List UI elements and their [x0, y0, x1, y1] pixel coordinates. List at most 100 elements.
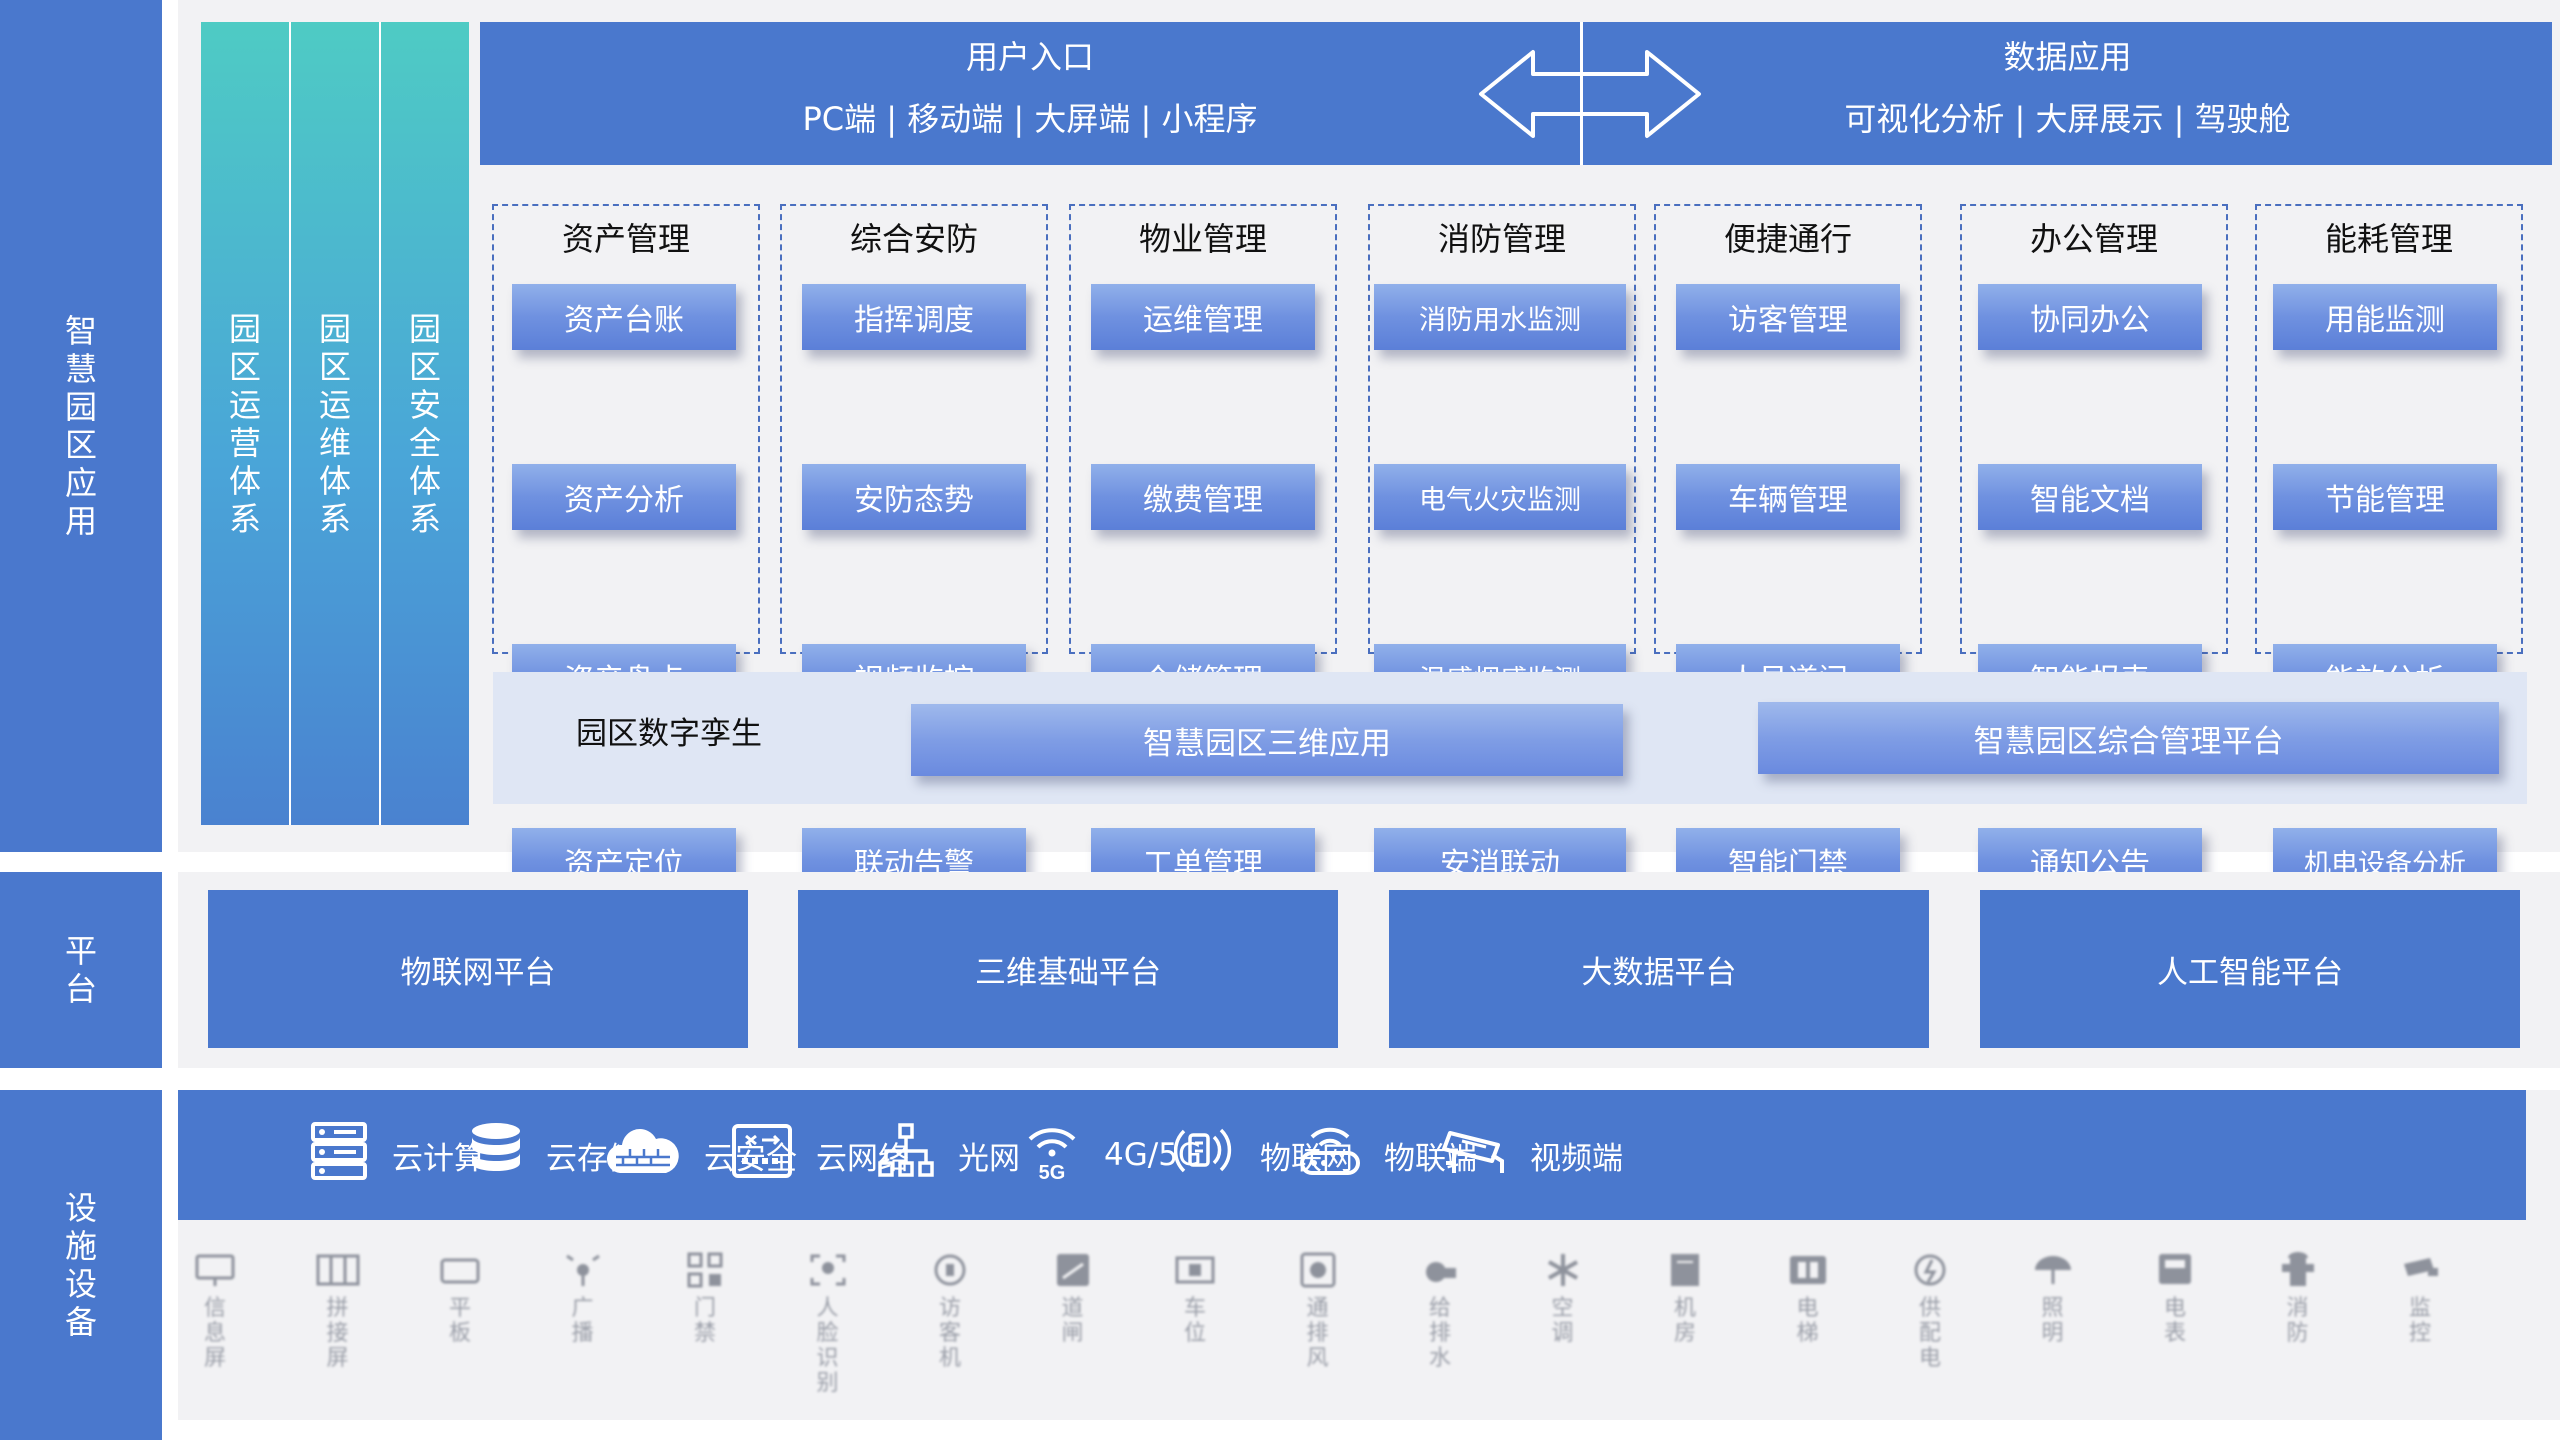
- device-item[interactable]: 广播: [548, 1250, 618, 1346]
- module-item-button[interactable]: 节能管理: [2273, 464, 2497, 530]
- cctv-camera-icon: [1440, 1123, 1508, 1187]
- module-item-button[interactable]: 消防用水监测: [1374, 284, 1626, 350]
- digital-twin-row: 园区数字孪生 智慧园区三维应用 智慧园区综合管理平台: [493, 672, 2527, 804]
- device-label: 拼接屏: [326, 1296, 349, 1371]
- svg-text:5G: 5G: [1039, 1162, 1066, 1181]
- device-item[interactable]: 通排风: [1283, 1250, 1353, 1371]
- device-item[interactable]: 消防: [2263, 1250, 2333, 1346]
- device-label: 访客机: [938, 1296, 961, 1371]
- tablet-icon: [438, 1250, 482, 1290]
- module-item-button[interactable]: 用能监测: [2273, 284, 2497, 350]
- camera-icon: [2398, 1250, 2442, 1290]
- device-item[interactable]: 平板: [425, 1250, 495, 1346]
- module-title: 资产管理: [561, 220, 690, 258]
- cloud-firewall-icon: [604, 1123, 682, 1187]
- infra-item-label: 物联端: [1384, 1140, 1477, 1177]
- 5g-signal-icon: 5G: [1022, 1121, 1082, 1189]
- device-item[interactable]: 供配电: [1895, 1250, 1965, 1371]
- module-item-button[interactable]: 运维管理: [1091, 284, 1315, 350]
- platform-iot[interactable]: 物联网平台: [208, 890, 748, 1048]
- server-room-icon: [1663, 1250, 1707, 1290]
- device-label: 通排风: [1306, 1296, 1329, 1371]
- double-arrow-icon: [1479, 50, 1701, 138]
- module-item-button[interactable]: 协同办公: [1978, 284, 2202, 350]
- device-item[interactable]: 拼接屏: [303, 1250, 373, 1371]
- data-app-items: 可视化分析 | 大屏展示 | 驾驶舱: [1844, 100, 2291, 138]
- device-item[interactable]: 空调: [1528, 1250, 1598, 1346]
- device-item[interactable]: 访客机: [915, 1250, 985, 1371]
- snowflake-icon: [1541, 1250, 1585, 1290]
- digital-twin-label: 园区数字孪生: [576, 716, 762, 752]
- device-item[interactable]: 机房: [1650, 1250, 1720, 1346]
- module-item-button[interactable]: 缴费管理: [1091, 464, 1315, 530]
- power-icon: [1908, 1250, 1952, 1290]
- module-group: 物业管理运维管理缴费管理仓储管理工单管理: [1069, 204, 1337, 894]
- device-label: 照明: [2041, 1296, 2064, 1346]
- device-label: 电梯: [1796, 1296, 1819, 1346]
- module-group: 消防管理消防用水监测电气火灾监测温感烟感监测安消联动: [1368, 204, 1636, 894]
- twin-management-platform-button[interactable]: 智慧园区综合管理平台: [1758, 702, 2499, 774]
- infra-item[interactable]: 5G 4G/5G: [1022, 1090, 1202, 1220]
- module-group: 资产管理资产台账资产分析资产盘点资产定位: [492, 204, 760, 894]
- device-item[interactable]: 车位: [1160, 1250, 1230, 1346]
- device-item[interactable]: 人脸识别: [793, 1250, 863, 1396]
- device-label: 车位: [1183, 1296, 1206, 1346]
- infra-item-label: 视频端: [1530, 1140, 1623, 1177]
- device-label: 监控: [2408, 1296, 2431, 1346]
- infra-item[interactable]: 云计算: [308, 1090, 485, 1220]
- banner-divider: [1580, 22, 1583, 165]
- module-item-button[interactable]: 安防态势: [802, 464, 1026, 530]
- router-icon: [1298, 1123, 1362, 1187]
- top-banner: 用户入口 PC端 | 移动端 | 大屏端 | 小程序 数据应用 可视化分析 | …: [480, 22, 2552, 165]
- device-item[interactable]: 照明: [2018, 1250, 2088, 1346]
- module-title: 能耗管理: [2324, 220, 2453, 258]
- parking-icon: [1173, 1250, 1217, 1290]
- module-item-button[interactable]: 智能文档: [1978, 464, 2202, 530]
- device-item[interactable]: 给排水: [1405, 1250, 1475, 1371]
- infra-item[interactable]: 云安全: [604, 1090, 797, 1220]
- module-item-button[interactable]: 访客管理: [1676, 284, 1900, 350]
- system-operations-column: 园区运营体系: [201, 22, 289, 825]
- module-title: 便捷通行: [1723, 220, 1852, 258]
- device-label: 供配电: [1918, 1296, 1941, 1371]
- module-item-button[interactable]: 资产分析: [512, 464, 736, 530]
- twin-3d-app-button[interactable]: 智慧园区三维应用: [911, 704, 1623, 776]
- module-item-button[interactable]: 指挥调度: [802, 284, 1026, 350]
- platform-3d-base[interactable]: 三维基础平台: [798, 890, 1338, 1048]
- water-pump-icon: [1418, 1250, 1462, 1290]
- module-item-button[interactable]: 电气火灾监测: [1374, 464, 1626, 530]
- device-label: 平板: [448, 1296, 471, 1346]
- module-item-button[interactable]: 车辆管理: [1676, 464, 1900, 530]
- visitor-machine-icon: [928, 1250, 972, 1290]
- server-icon: [308, 1120, 370, 1190]
- device-item[interactable]: 门禁: [670, 1250, 740, 1346]
- monitor-icon: [193, 1250, 237, 1290]
- infra-item-label: 4G/5G: [1104, 1137, 1202, 1173]
- device-item[interactable]: 道闸: [1038, 1250, 1108, 1346]
- platform-ai[interactable]: 人工智能平台: [1980, 890, 2520, 1048]
- device-item[interactable]: 电表: [2140, 1250, 2210, 1346]
- device-item[interactable]: 监控: [2385, 1250, 2455, 1346]
- device-label: 道闸: [1061, 1296, 1084, 1346]
- infra-item[interactable]: 光网: [876, 1090, 1020, 1220]
- module-group: 能耗管理用能监测节能管理能效分析机电设备分析: [2255, 204, 2523, 894]
- device-item[interactable]: 电梯: [1773, 1250, 1843, 1346]
- side-label-app: 智慧园区应用: [0, 0, 162, 852]
- infra-item[interactable]: 视频端: [1440, 1090, 1623, 1220]
- infra-item-label: 云计算: [392, 1140, 485, 1177]
- module-item-button[interactable]: 资产台账: [512, 284, 736, 350]
- side-label-facilities: 设施设备: [0, 1090, 162, 1440]
- infra-item[interactable]: 物联端: [1298, 1090, 1477, 1220]
- network-switch-icon: [730, 1122, 794, 1188]
- infra-item-label: 光网: [958, 1140, 1020, 1177]
- platform-big-data[interactable]: 大数据平台: [1389, 890, 1929, 1048]
- meter-icon: [2153, 1250, 2197, 1290]
- system-security-column: 园区安全体系: [381, 22, 469, 825]
- device-item[interactable]: 信息屏: [180, 1250, 250, 1371]
- device-label: 消防: [2286, 1296, 2309, 1346]
- module-title: 综合安防: [849, 220, 978, 258]
- module-group: 便捷通行访客管理车辆管理人员道闸智能门禁: [1654, 204, 1922, 894]
- broadcast-icon: [561, 1250, 605, 1290]
- module-title: 办公管理: [2029, 220, 2158, 258]
- data-app-title: 数据应用: [2003, 38, 2132, 76]
